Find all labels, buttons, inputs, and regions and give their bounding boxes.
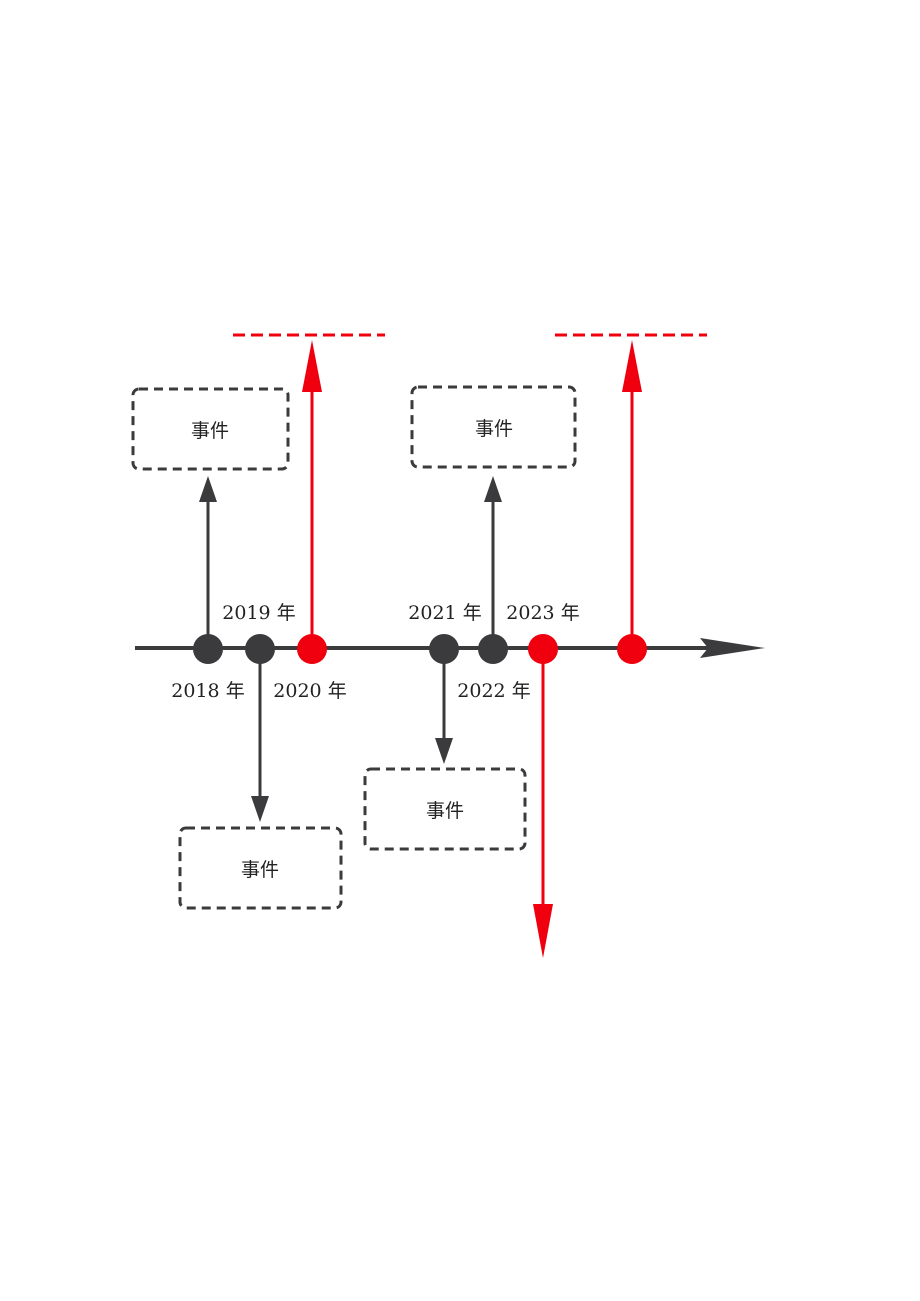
event-box-bottom-left [178,826,343,910]
arrow-2022-head [484,476,502,502]
event-label-bottom-left: 事件 [241,859,279,881]
event-box-bottom-middle [363,767,527,851]
year-label-2023: 2023 年 [506,602,579,624]
event-label-bottom-middle: 事件 [426,800,464,822]
arrow-2018-head [199,476,217,502]
dot-2018 [193,634,223,664]
dot-2023 [528,634,558,664]
year-label-2021: 2021 年 [408,602,481,624]
dot-2022 [478,634,508,664]
timeline-axis-arrowhead [700,638,765,658]
event-box-top-left [131,387,290,471]
event-label-top-left: 事件 [191,420,229,442]
dot-2021 [429,634,459,664]
dot-right-red [617,634,647,664]
arrow-2019-head [251,796,269,822]
dot-2020 [297,634,327,664]
red-arrow-2023-head [533,904,553,958]
event-box-top-right [410,385,577,469]
red-arrow-right-head [622,340,642,392]
event-label-top-right: 事件 [475,418,513,440]
year-label-2022: 2022 年 [457,680,530,702]
year-label-2020: 2020 年 [273,680,346,702]
dot-2019 [245,634,275,664]
red-arrow-2020-head [302,340,322,392]
year-label-2018: 2018 年 [171,680,244,702]
arrow-2021-head [435,738,453,764]
year-label-2019: 2019 年 [222,602,295,624]
